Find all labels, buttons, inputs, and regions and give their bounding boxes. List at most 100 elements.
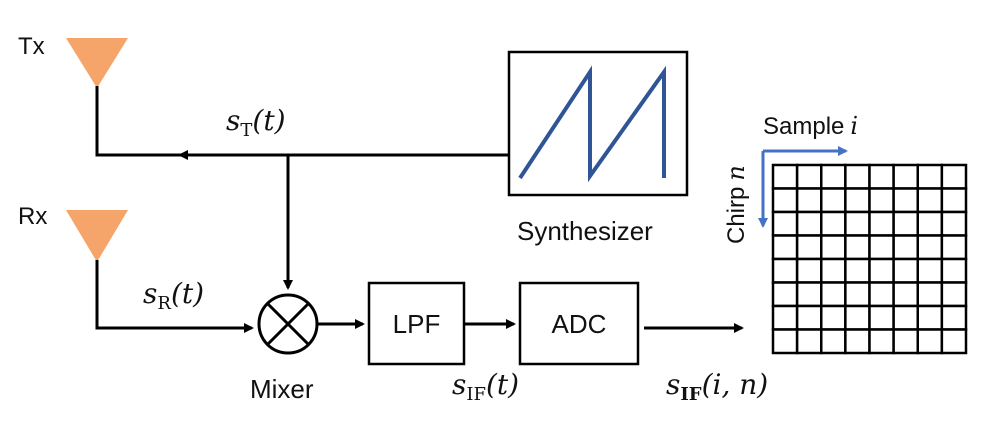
- grid-cell: [795, 304, 823, 331]
- sample-var: i: [850, 112, 858, 140]
- s-t-sub: T: [240, 120, 252, 141]
- grid-cell: [868, 187, 895, 214]
- grid-cell: [844, 328, 871, 355]
- s-r-sym: s: [143, 277, 157, 310]
- s-if-in-sym: s: [666, 368, 680, 401]
- grid-cell: [868, 304, 895, 331]
- grid-cell: [844, 304, 871, 331]
- grid-cell: [892, 328, 919, 355]
- s-if-in-sub: IF: [680, 384, 701, 405]
- synthesizer-box: [507, 50, 689, 197]
- grid-cell: [844, 187, 871, 214]
- grid-cell: [892, 257, 919, 284]
- grid-cell: [795, 328, 823, 355]
- grid-cell: [916, 210, 944, 237]
- grid-cell: [940, 281, 968, 308]
- grid-cell: [892, 234, 919, 261]
- chirp-word: Chirp: [723, 187, 750, 244]
- s-t-arg: (t): [252, 104, 285, 137]
- rx-label: Rx: [18, 203, 47, 230]
- grid-cell: [795, 210, 823, 237]
- grid-cell: [771, 163, 799, 190]
- signal-label-s-if-t: sIF(t): [452, 368, 519, 405]
- grid-cell: [795, 234, 823, 261]
- grid-cell: [820, 257, 847, 284]
- grid-cell: [892, 281, 919, 308]
- grid-cell: [771, 281, 799, 308]
- grid-cell: [940, 257, 968, 284]
- grid-cell: [892, 210, 919, 237]
- grid-cell: [916, 328, 944, 355]
- grid-cell: [771, 210, 799, 237]
- mixer-label: Mixer: [250, 374, 314, 404]
- grid-cell: [868, 328, 895, 355]
- grid-cell: [771, 304, 799, 331]
- rx-feed-line: [95, 260, 254, 333]
- grid-cell: [868, 163, 895, 190]
- grid-cell: [820, 281, 847, 308]
- grid-cell: [940, 163, 968, 190]
- grid-cell: [916, 281, 944, 308]
- synthesizer-label: Synthesizer: [517, 216, 653, 246]
- grid-cell: [795, 257, 823, 284]
- grid-cell: [820, 163, 847, 190]
- mixer-cross-b: [266, 302, 310, 346]
- s-if-t-arg: (t): [486, 368, 519, 401]
- s-if-t-sub: IF: [466, 384, 486, 405]
- adc-label: ADC: [552, 309, 607, 339]
- signal-label-s-if-in: sIF(i, n): [666, 368, 768, 405]
- grid-cell: [771, 257, 799, 284]
- grid-cell: [844, 210, 871, 237]
- grid-cell: [868, 281, 895, 308]
- lpf-label: LPF: [393, 309, 441, 339]
- grid-cell: [916, 163, 944, 190]
- rx-antenna: Rx: [18, 203, 128, 262]
- grid-cell: [892, 304, 919, 331]
- s-if-in-arg: (i, n): [702, 368, 769, 401]
- adc-box: [518, 281, 640, 366]
- grid-cell: [916, 187, 944, 214]
- grid-cell: [940, 234, 968, 261]
- mixer-block: Mixer: [250, 293, 319, 404]
- rx-antenna-icon: [66, 210, 128, 262]
- grid-cell: [940, 187, 968, 214]
- grid-cell: [892, 163, 919, 190]
- grid-cell: [916, 257, 944, 284]
- grid-cell: [844, 163, 871, 190]
- signal-label-s-r: sR(t): [143, 277, 204, 314]
- grid-cell: [820, 187, 847, 214]
- grid-cell: [820, 328, 847, 355]
- grid-cell: [892, 187, 919, 214]
- grid-cell: [771, 234, 799, 261]
- grid-cell: [940, 210, 968, 237]
- grid-cell: [940, 328, 968, 355]
- signal-label-s-t: sT(t): [226, 104, 286, 141]
- grid-cell: [844, 257, 871, 284]
- grid-cell: [916, 304, 944, 331]
- grid-cell: [868, 210, 895, 237]
- grid-cell: [940, 304, 968, 331]
- grid-cell: [771, 187, 799, 214]
- grid-cell: [868, 257, 895, 284]
- grid-cell: [820, 210, 847, 237]
- s-r-arg: (t): [171, 277, 204, 310]
- chirp-axis-label: Chirp n: [722, 165, 750, 244]
- s-r-sub: R: [157, 293, 171, 314]
- grid-cell: [844, 281, 871, 308]
- chirp-var: n: [722, 165, 750, 180]
- grid-cell: [820, 234, 847, 261]
- s-t-sym: s: [226, 104, 240, 137]
- lpf-block: LPF: [367, 281, 466, 366]
- tx-antenna-icon: [66, 38, 128, 88]
- grid-cell: [868, 234, 895, 261]
- s-if-t-sym: s: [452, 368, 466, 401]
- tx-label: Tx: [18, 33, 45, 60]
- synthesizer-block: Synthesizer: [507, 50, 689, 246]
- tx-feed-line: [95, 86, 508, 157]
- sample-word: Sample: [763, 113, 844, 140]
- chirp-sawtooth-icon: [518, 65, 666, 183]
